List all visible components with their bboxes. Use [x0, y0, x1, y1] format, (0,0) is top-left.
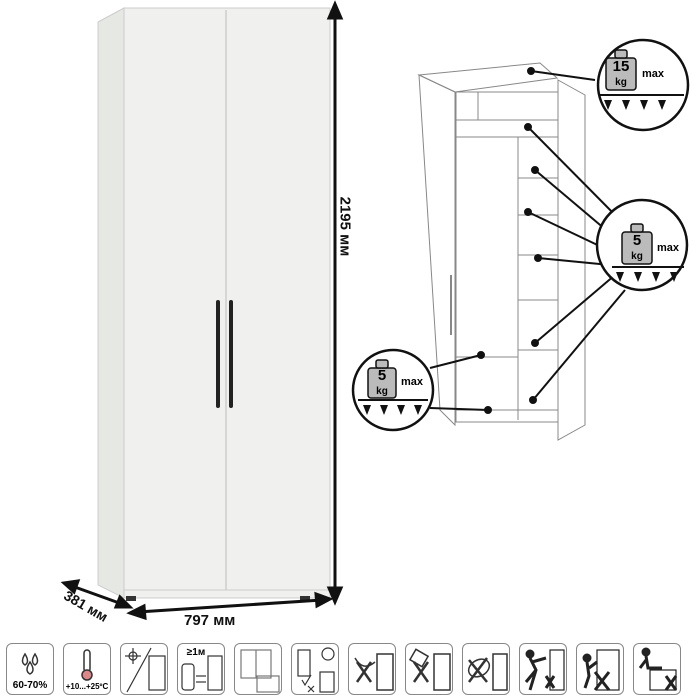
window-placement-icon: [234, 643, 282, 695]
humidity-icon: 60-70%: [6, 643, 54, 695]
dimension-lines: [60, 0, 344, 621]
no-liquids-icon: [405, 643, 453, 695]
load-top-max: max: [642, 68, 665, 80]
load-shelves-max: max: [657, 242, 680, 254]
distance-from-heater-icon: ≥1м: [177, 643, 225, 695]
no-wet-cleaning-icon: [348, 643, 396, 695]
no-pushing-icon: [519, 643, 567, 695]
door-alignment-icon: [291, 643, 339, 695]
load-bottom-max: max: [401, 376, 424, 388]
width-dimension: 797 мм: [184, 612, 236, 629]
wardrobe-closed: [97, 7, 331, 601]
care-icons-row: 60-70% +10...+25ºC ≥1м: [6, 643, 681, 695]
no-direct-sunlight-icon: [120, 643, 168, 695]
product-illustration: [60, 0, 626, 621]
door-handle-left: [216, 300, 220, 408]
height-dimension: 2195 мм: [336, 196, 354, 257]
no-sitting-icon: [633, 643, 681, 695]
temperature-icon: +10...+25ºC: [63, 643, 111, 695]
wardrobe-open-diagram: [417, 62, 586, 441]
no-climbing-icon: [576, 643, 624, 695]
door-handle-right: [229, 300, 233, 408]
no-abrasive-cleaning-icon: [462, 643, 510, 695]
